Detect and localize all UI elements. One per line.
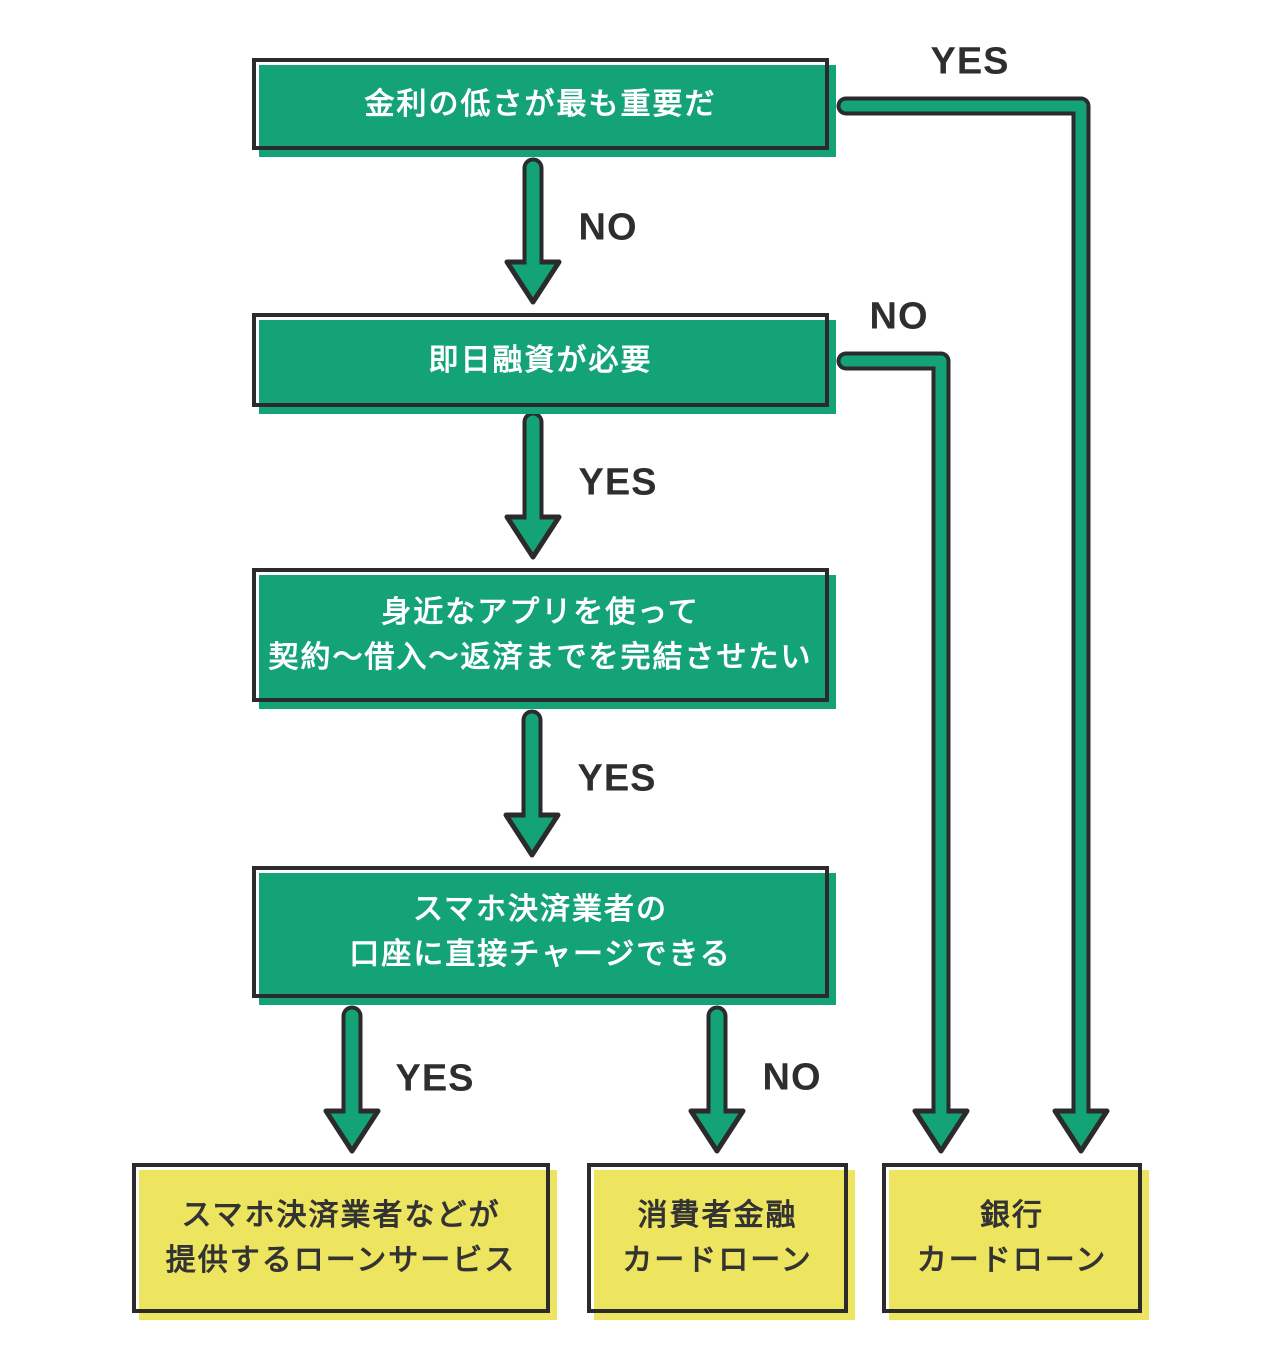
box-fill xyxy=(259,320,836,414)
box-label: 金利の低さが最も重要だ xyxy=(252,58,829,150)
box-text-line: スマホ決済業者などが xyxy=(181,1199,501,1232)
edge-label-q4-no: NO xyxy=(762,1056,822,1099)
question-box-same-day-loan: 即日融資が必要 xyxy=(252,313,836,414)
arrow-q4-to-smartphone-loan xyxy=(323,1005,381,1154)
box-text-line: カードローン xyxy=(916,1244,1108,1277)
box-label: 身近なアプリを使って 契約〜借入〜返済までを完結させたい xyxy=(252,568,829,702)
result-box-bank-card-loan: 銀行 カードローン xyxy=(882,1163,1149,1320)
box-text-line: カードローン xyxy=(622,1244,813,1277)
box-fill xyxy=(594,1170,855,1320)
box-frame xyxy=(132,1163,550,1313)
box-text-line: 即日融資が必要 xyxy=(428,343,653,377)
edge-label-q4-yes: YES xyxy=(395,1057,475,1100)
box-frame xyxy=(252,866,829,998)
arrow-q1-to-q2 xyxy=(504,157,562,305)
box-frame xyxy=(587,1163,848,1313)
connector-q2-to-bank xyxy=(836,351,970,1154)
edge-label-q1-no: NO xyxy=(578,206,638,249)
box-text-line: 契約〜借入〜返済までを完結させたい xyxy=(268,641,813,674)
box-label: スマホ決済業者などが 提供するローンサービス xyxy=(132,1163,550,1313)
edge-label-q2-no: NO xyxy=(869,295,929,338)
box-label: 即日融資が必要 xyxy=(252,313,829,407)
result-box-consumer-finance-card-loan: 消費者金融 カードローン xyxy=(587,1163,855,1320)
box-text-line: 消費者金融 xyxy=(637,1199,798,1232)
box-frame xyxy=(252,568,829,702)
box-fill xyxy=(259,873,836,1005)
box-label: 消費者金融 カードローン xyxy=(587,1163,848,1313)
box-label: スマホ決済業者の 口座に直接チャージできる xyxy=(252,866,829,998)
box-frame xyxy=(252,313,829,407)
result-box-smartphone-payment-loan: スマホ決済業者などが 提供するローンサービス xyxy=(132,1163,557,1320)
box-text-line: 銀行 xyxy=(980,1199,1044,1232)
box-text-line: スマホ決済業者の xyxy=(412,893,669,926)
edge-label-q2-yes: YES xyxy=(578,461,658,504)
edge-label-q1-yes: YES xyxy=(930,40,1010,83)
box-frame xyxy=(252,58,829,150)
box-fill xyxy=(889,1170,1149,1320)
box-fill xyxy=(259,65,836,157)
box-label: 銀行 カードローン xyxy=(882,1163,1142,1313)
box-fill xyxy=(139,1170,557,1320)
arrow-q4-to-consumer-loan xyxy=(688,1005,746,1154)
edge-label-q3-yes: YES xyxy=(577,757,657,800)
arrow-q3-to-q4 xyxy=(503,709,561,858)
connector-q1-to-bank xyxy=(836,96,1110,1154)
arrow-q2-to-q3 xyxy=(504,411,562,560)
question-box-direct-charge: スマホ決済業者の 口座に直接チャージできる xyxy=(252,866,836,1005)
box-text-line: 身近なアプリを使って xyxy=(381,596,700,629)
box-text-line: 提供するローンサービス xyxy=(165,1244,517,1277)
box-text-line: 口座に直接チャージできる xyxy=(349,938,732,971)
question-box-low-interest-priority: 金利の低さが最も重要だ xyxy=(252,58,836,157)
box-fill xyxy=(259,575,836,709)
question-box-app-completion: 身近なアプリを使って 契約〜借入〜返済までを完結させたい xyxy=(252,568,836,709)
box-text-line: 金利の低さが最も重要だ xyxy=(364,87,717,121)
box-frame xyxy=(882,1163,1142,1313)
